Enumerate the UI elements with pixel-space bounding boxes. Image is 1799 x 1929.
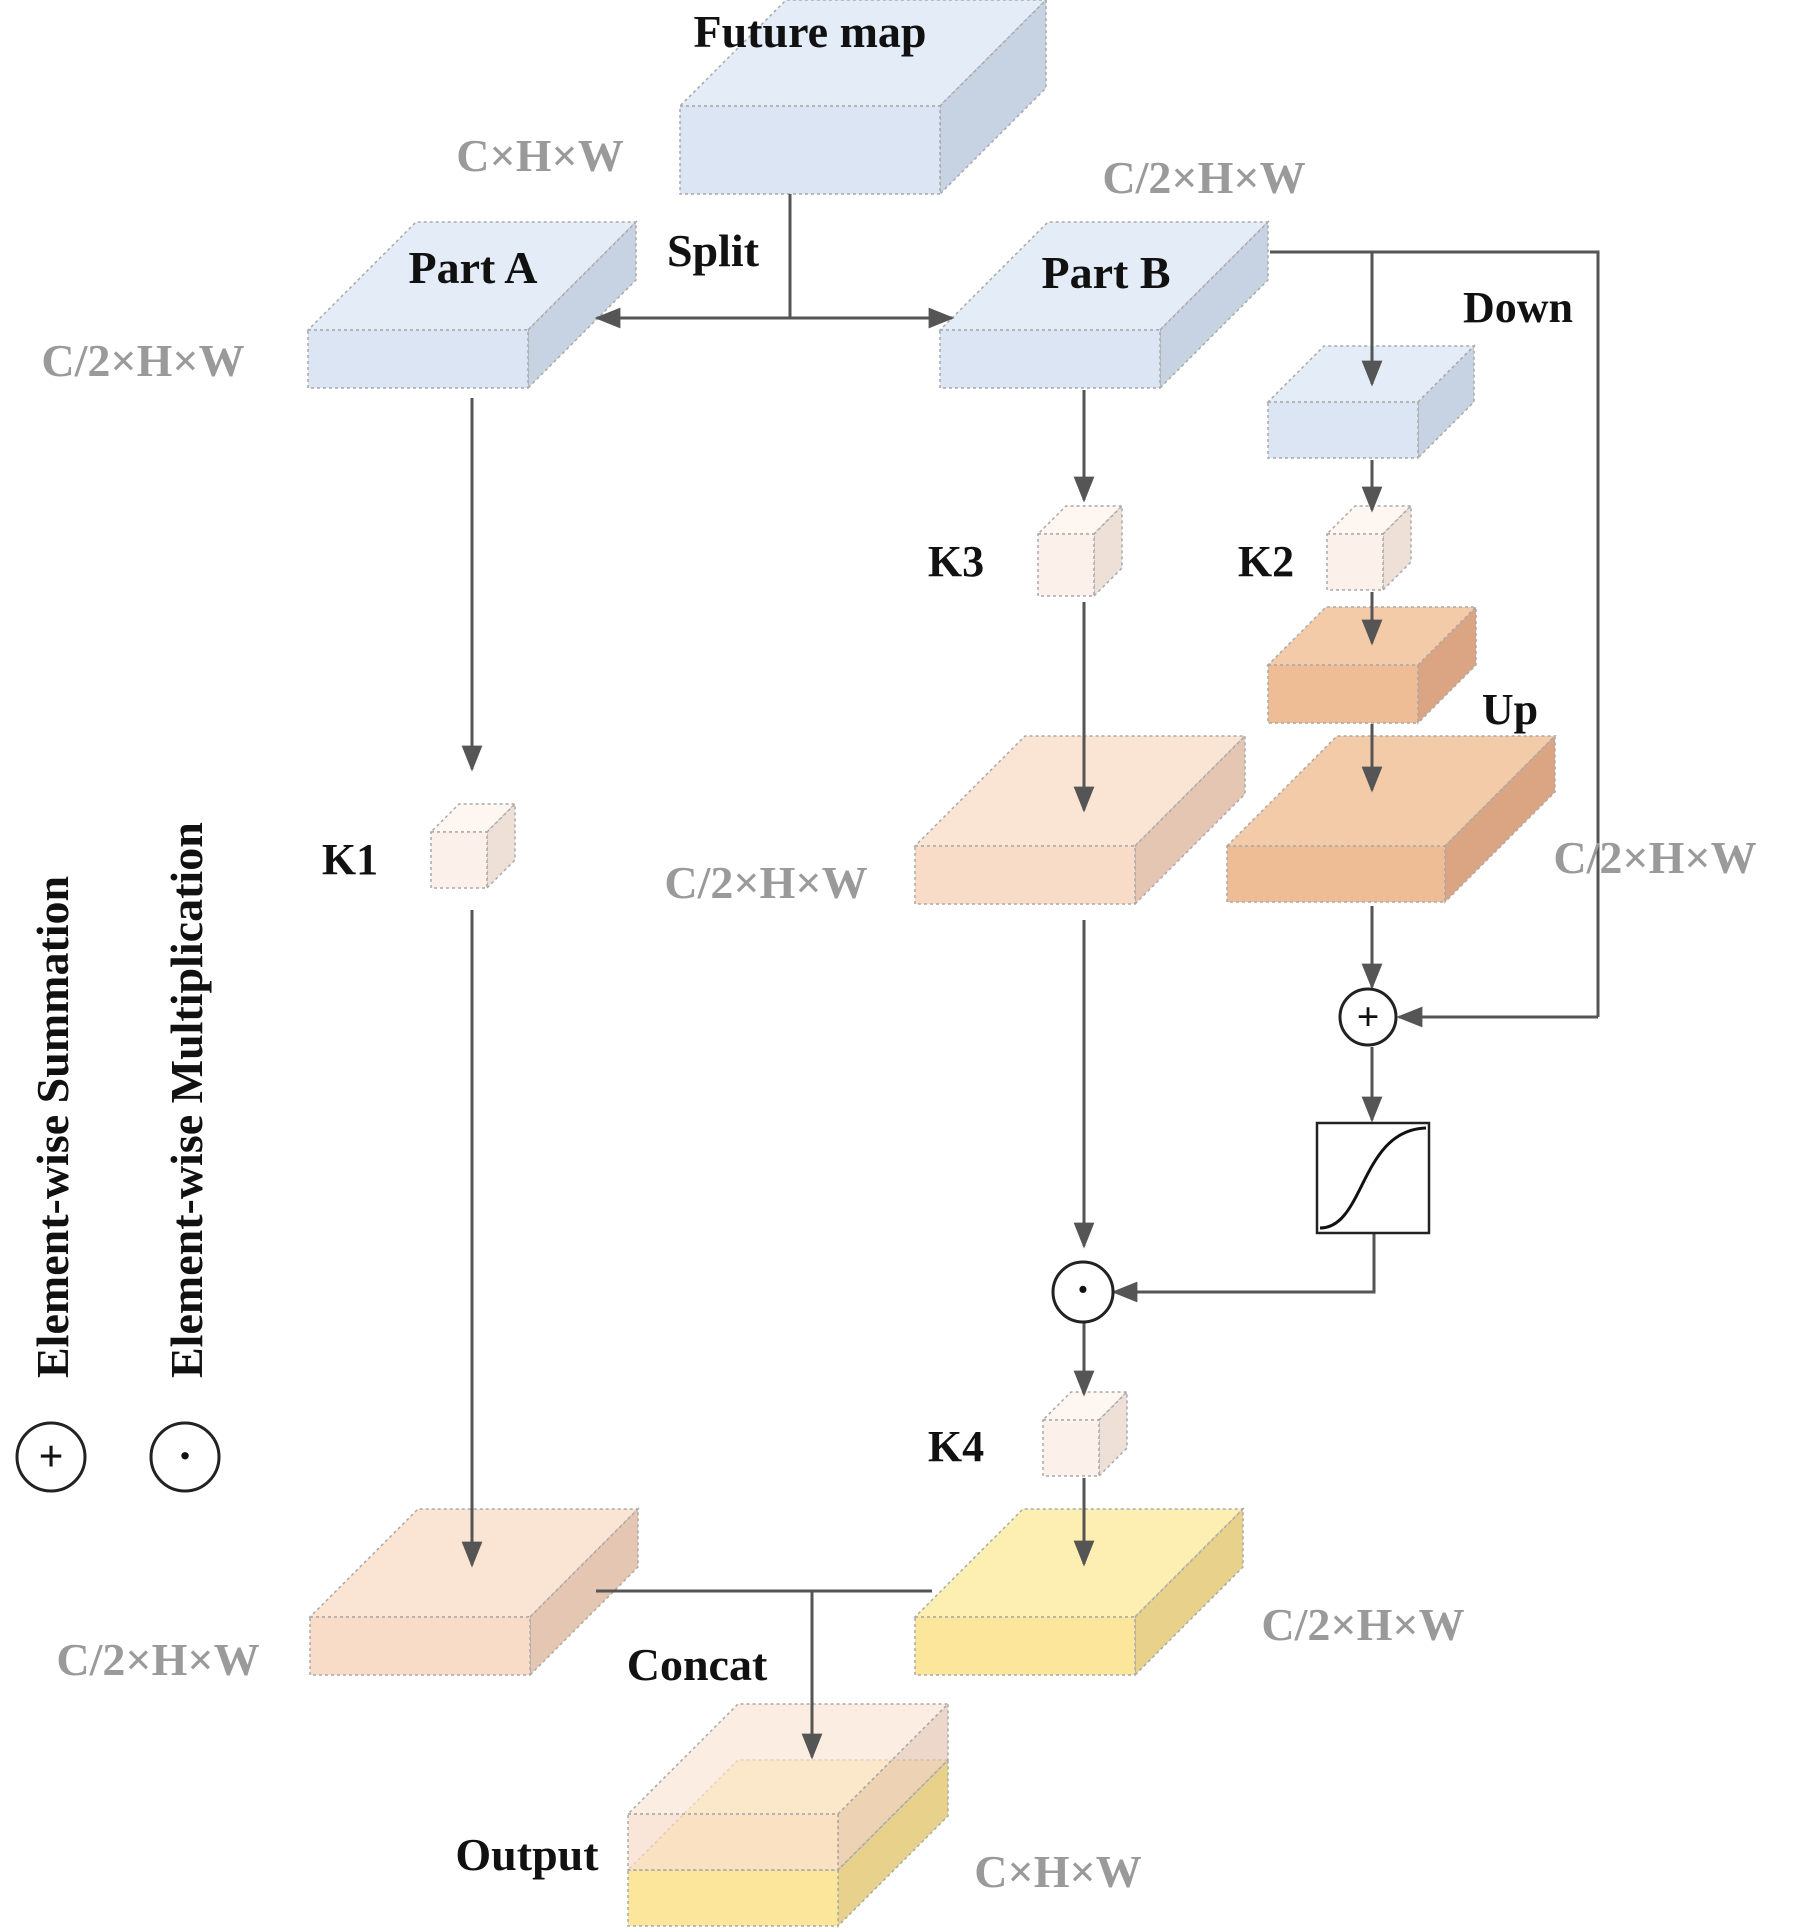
legend-plus-icon <box>15 1421 87 1493</box>
labels: Future map Part A Part B Split Down Up K… <box>41 6 1756 1897</box>
sigmoid-to-dot <box>1111 1233 1376 1303</box>
b-result-block <box>913 1507 1245 1677</box>
legend-mul-label: Element-wise Multiplication <box>161 822 212 1378</box>
dim-a-result: C/2×H×W <box>56 1634 259 1685</box>
legend: + Element-wise Summation · Element-wise … <box>15 822 221 1493</box>
legend-sum-symbol: + <box>38 1432 63 1481</box>
dim-k3-branch: C/2×H×W <box>664 857 867 908</box>
k3-conv-block <box>913 734 1247 906</box>
dot-icon <box>1051 1260 1115 1324</box>
sigmoid-block <box>1315 1121 1431 1235</box>
part-b-block <box>938 220 1270 390</box>
split-label: Split <box>667 225 760 276</box>
k1-kernel <box>429 802 517 890</box>
up-block <box>1225 734 1557 904</box>
part-b-right-branch <box>1270 250 1600 1017</box>
k3-label: K3 <box>928 537 984 586</box>
dim-part-a: C/2×H×W <box>41 335 244 386</box>
k1-label: K1 <box>322 835 378 884</box>
dim-input: C×H×W <box>456 130 623 181</box>
up-label: Up <box>1482 685 1538 734</box>
output-label: Output <box>455 1829 599 1880</box>
k4-kernel <box>1041 1390 1129 1478</box>
plus-icon <box>1338 987 1398 1047</box>
future-map-block <box>678 0 1048 196</box>
sigmoid-frame <box>1315 1121 1431 1235</box>
flow-arrows <box>461 194 1600 1760</box>
dot-operator: · <box>1051 1260 1115 1324</box>
dim-b-result: C/2×H×W <box>1261 1599 1464 1650</box>
concat-label: Concat <box>627 1639 768 1690</box>
k2-label: K2 <box>1238 537 1294 586</box>
k4-label: K4 <box>928 1422 984 1471</box>
legend-sum: + Element-wise Summation <box>15 876 87 1493</box>
part-b-label: Part B <box>1041 247 1170 298</box>
dim-up-branch: C/2×H×W <box>1553 832 1756 883</box>
legend-dot-icon <box>149 1421 221 1493</box>
a-result-block <box>308 1507 640 1677</box>
k3-kernel <box>1036 504 1124 598</box>
dim-output: C×H×W <box>974 1846 1141 1897</box>
output-block-top <box>626 1702 950 1872</box>
down-label: Down <box>1463 283 1573 332</box>
dot-symbol: · <box>1076 1265 1091 1314</box>
legend-sum-label: Element-wise Summation <box>27 876 78 1378</box>
legend-mul: · Element-wise Multiplication <box>149 822 221 1493</box>
part-a-block <box>306 220 638 390</box>
dim-part-b: C/2×H×W <box>1102 152 1305 203</box>
down-block <box>1266 344 1476 460</box>
k2-kernel <box>1325 504 1413 592</box>
future-map-label: Future map <box>694 6 927 57</box>
legend-mul-symbol: · <box>177 1430 192 1481</box>
plus-operator: + <box>1338 987 1398 1047</box>
part-a-label: Part A <box>408 242 537 293</box>
plus-symbol: + <box>1357 994 1380 1039</box>
sigmoid-icon <box>1319 1126 1427 1230</box>
